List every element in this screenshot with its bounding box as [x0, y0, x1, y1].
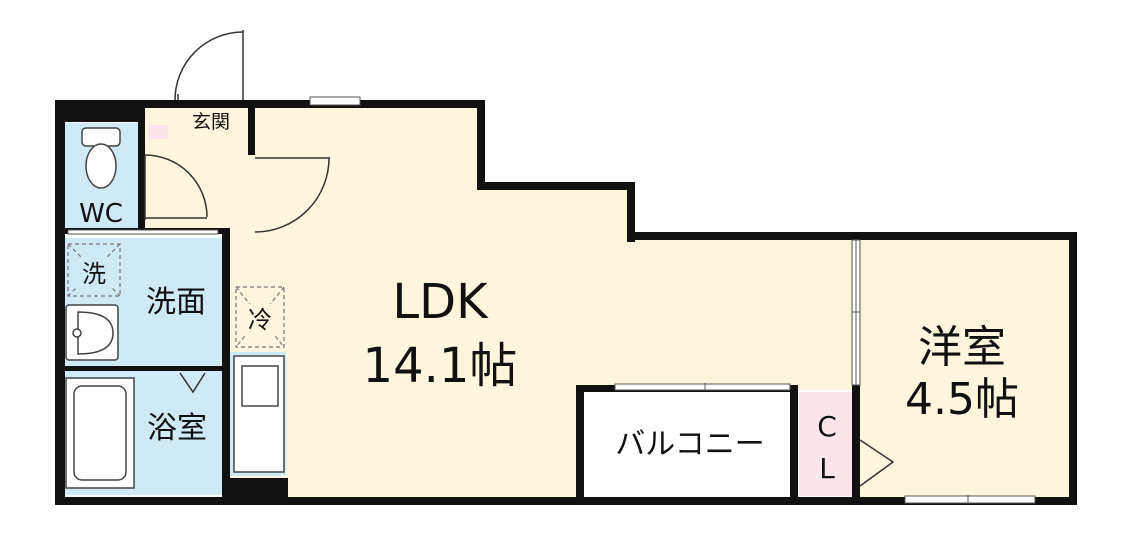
laundry-label-bg [76, 258, 112, 288]
closet-label-top: C [817, 410, 837, 443]
ldk-size-label: 14.1帖 [363, 338, 518, 394]
bathroom-label: 浴室 [147, 411, 207, 446]
balcony-label: バルコニー [615, 427, 764, 462]
sliding-door [851, 239, 861, 386]
closet-label-bottom: L [819, 452, 835, 485]
closet-door [859, 439, 895, 487]
shoe-box [148, 125, 168, 139]
western-room-size-label: 4.5帖 [905, 374, 1019, 425]
ldk-name-label: LDK [392, 274, 489, 330]
wc-label: WC [79, 199, 123, 229]
washbasin-icon [65, 304, 119, 361]
toilet-icon [81, 127, 121, 189]
entrance-label: 玄関 [192, 111, 230, 133]
front-door [174, 30, 244, 101]
wc-door [144, 154, 208, 220]
ldk-floor [145, 107, 860, 500]
western-room-floor [860, 237, 1072, 500]
western-room-name-label: 洋室 [918, 322, 1006, 373]
closet-floor [798, 392, 856, 496]
fridge-label-bg [242, 304, 278, 334]
kitchen-counter-icon [233, 355, 285, 473]
balcony-floor [584, 392, 794, 500]
bathtub-icon [65, 377, 135, 489]
fridge-space-label: 冷 [248, 306, 272, 334]
ldk-door [254, 157, 330, 233]
bathroom-door [179, 372, 206, 394]
laundry-space-label: 洗 [82, 260, 106, 288]
windows [67, 96, 1036, 504]
washroom-label: 洗面 [146, 285, 206, 320]
